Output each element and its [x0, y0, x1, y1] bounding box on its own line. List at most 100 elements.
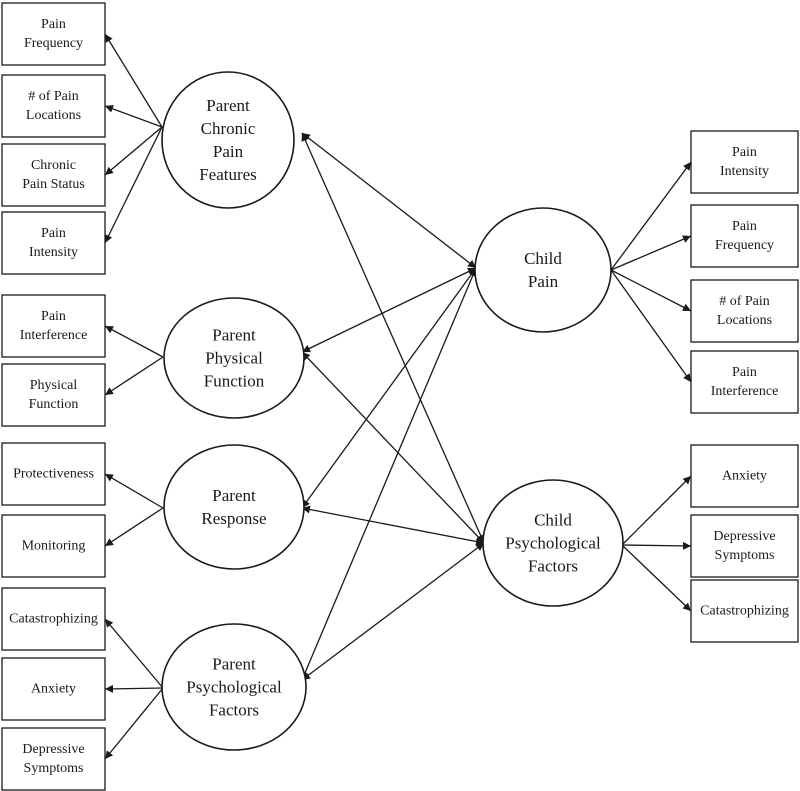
indicator-label-line: Interference: [20, 328, 88, 343]
loading-arrow-cps-dep: [621, 541, 692, 550]
latent-label-line: Psychological: [186, 678, 282, 697]
loading-arrow-pp-dep: [104, 687, 164, 760]
loading-arrow-pcp-status: [104, 126, 163, 176]
indicator-box: [1, 143, 106, 207]
loading-arrow-pcp-freq: [104, 33, 163, 128]
correlation-parent-response-child-psych: [301, 505, 485, 546]
latent-label-line: Parent: [206, 96, 250, 115]
indicator-label-line: Catastrophizing: [9, 612, 98, 627]
loading-arrow-cps-cat: [621, 544, 692, 612]
indicator-pp-cat: Catastrophizing: [1, 587, 106, 651]
indicator-label-line: Intensity: [720, 164, 769, 179]
indicator-box: [690, 514, 799, 578]
indicator-box: [690, 204, 799, 268]
indicator-label-line: Pain: [41, 17, 66, 32]
indicator-label-line: Function: [29, 397, 79, 412]
loading-arrow-pr-prot: [104, 473, 164, 509]
indicator-label-line: Pain: [41, 226, 66, 241]
latent-label-line: Parent: [212, 655, 256, 674]
indicator-cps-anx: Anxiety: [690, 444, 799, 508]
indicator-label-line: Pain: [41, 309, 66, 324]
latent-ellipse: [161, 623, 307, 751]
indicator-label-line: Anxiety: [31, 682, 76, 697]
latent-label-line: Factors: [209, 701, 259, 720]
indicator-box: [1, 294, 106, 358]
correlation-parent-response-child-pain: [301, 267, 477, 509]
latent-label-line: Factors: [528, 557, 578, 576]
indicator-box: [1, 442, 106, 506]
indicator-box: [1, 657, 106, 721]
latent-label-line: Chronic: [201, 119, 256, 138]
indicator-box: [690, 444, 799, 508]
indicator-label-line: Frequency: [715, 238, 774, 253]
indicator-label-line: Pain: [732, 219, 757, 234]
indicator-pr-prot: Protectiveness: [1, 442, 106, 506]
indicator-label-line: Locations: [26, 108, 81, 123]
indicator-pr-mon: Monitoring: [1, 514, 106, 578]
loading-arrow-pp-cat: [104, 618, 164, 689]
correlation-parent-chronic-child-psych: [301, 132, 485, 544]
indicator-box: [1, 74, 106, 138]
latent-label-line: Parent: [212, 326, 256, 345]
loading-arrow-cp-interf: [610, 269, 692, 383]
indicator-label-line: # of Pain: [719, 294, 770, 309]
indicator-label-line: Frequency: [24, 36, 83, 51]
loading-arrow-cp-loc: [610, 269, 692, 312]
indicator-label-line: Intensity: [29, 245, 78, 260]
indicator-label-line: Pain: [732, 145, 757, 160]
latent-label-line: Psychological: [505, 534, 601, 553]
indicator-label-line: Pain Status: [22, 177, 85, 192]
latent-ellipse: [482, 479, 624, 607]
loading-arrow-ppf-interf: [104, 325, 164, 358]
indicator-label-line: Chronic: [31, 158, 76, 173]
indicator-box: [1, 363, 106, 427]
indicator-box: [1, 514, 106, 578]
latent-ellipse: [163, 297, 305, 419]
latent-label-line: Physical: [205, 349, 263, 368]
latent-label-line: Features: [199, 165, 257, 184]
indicator-label-line: Symptoms: [24, 761, 84, 776]
indicator-label-line: Interference: [711, 384, 779, 399]
latent-label-line: Child: [534, 511, 572, 530]
loading-arrow-cps-anx: [621, 475, 692, 546]
indicator-label-line: Locations: [717, 313, 772, 328]
latent-label-line: Pain: [528, 272, 559, 291]
indicator-cps-cat: Catastrophizing: [690, 579, 799, 643]
indicator-label-line: Protectiveness: [13, 467, 94, 482]
edges-layer: [104, 33, 692, 760]
loading-arrow-pp-anx: [104, 684, 164, 693]
indicator-box: [1, 727, 106, 791]
latent-label-line: Child: [524, 249, 562, 268]
loading-arrow-cp-int: [610, 161, 692, 271]
indicator-box: [1, 587, 106, 651]
indicator-box: [690, 579, 799, 643]
loading-arrow-pr-mon: [104, 507, 164, 547]
loading-arrow-pcp-int: [104, 126, 163, 244]
indicator-label-line: # of Pain: [28, 89, 79, 104]
latent-ellipse: [474, 207, 612, 333]
indicator-label-line: Monitoring: [22, 539, 86, 554]
indicator-label-line: Depressive: [22, 742, 84, 757]
indicator-pp-anx: Anxiety: [1, 657, 106, 721]
latent-label-line: Function: [204, 372, 265, 391]
indicator-box: [690, 130, 799, 194]
indicator-label-line: Depressive: [713, 529, 775, 544]
loading-arrow-pcp-loc: [104, 105, 163, 128]
